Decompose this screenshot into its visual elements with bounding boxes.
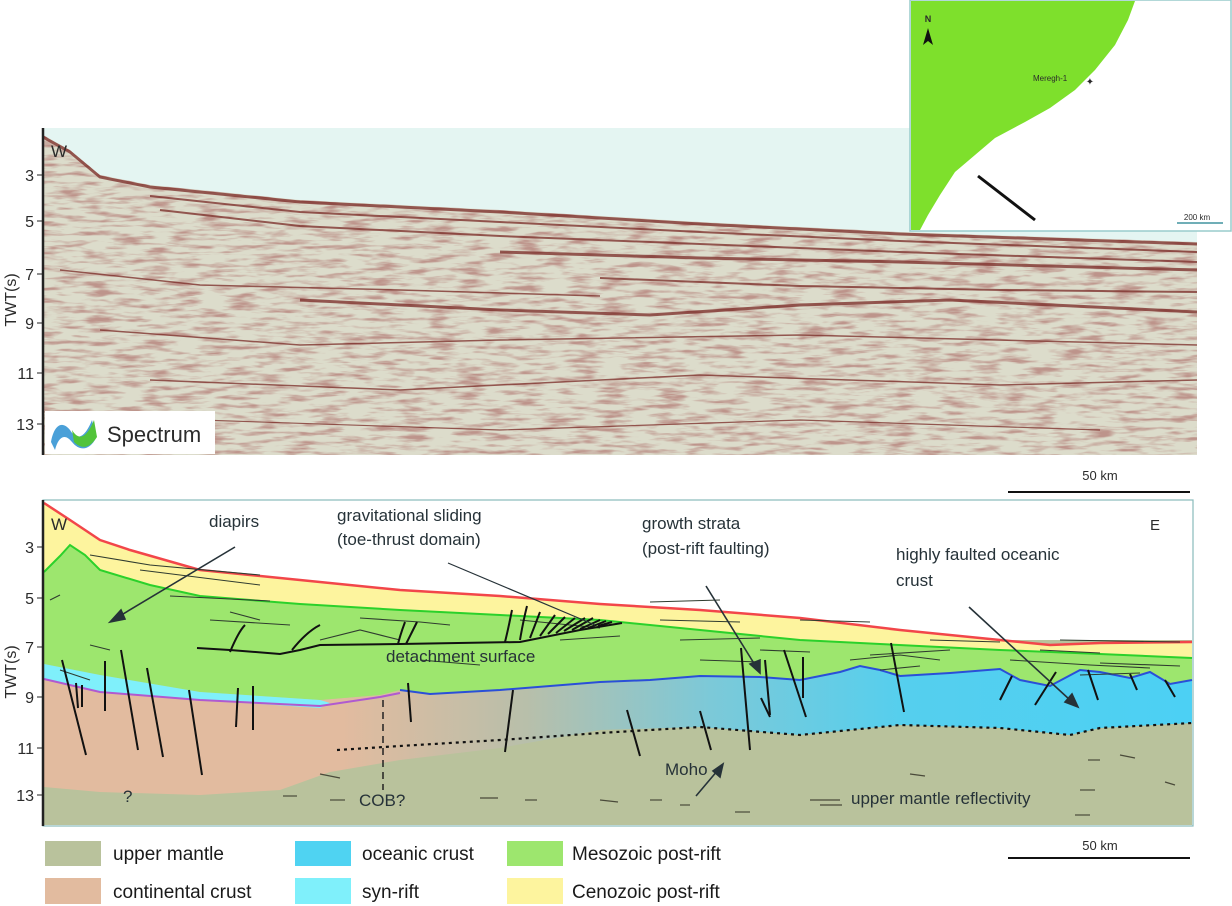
annotation-arrows (107, 546, 1080, 797)
annotation-growth-strata: growth strata (642, 514, 741, 533)
tick-label: 5 (25, 214, 34, 231)
north-label: N (925, 14, 932, 24)
annotation-gravitational-sliding: gravitational sliding (337, 506, 482, 525)
annotation-highly-faulted: highly faulted oceanic (896, 545, 1060, 564)
tick-label: 13 (16, 788, 34, 805)
east-label: E (1150, 517, 1160, 534)
legend: upper mantle continental crust oceanic c… (45, 841, 722, 904)
annotation-upper-mantle-reflectivity: upper mantle reflectivity (851, 789, 1031, 808)
map-scale-label: 200 km (1184, 213, 1211, 222)
north-arrow-icon (923, 28, 933, 45)
legend-item-oceanic-crust: oceanic crust (295, 841, 475, 866)
annotation-diapirs: diapirs (209, 512, 259, 531)
faults (61, 642, 1176, 776)
legend-item-mesozoic-post-rift: Mesozoic post-rift (507, 841, 722, 866)
legend-label: oceanic crust (362, 844, 475, 865)
annotation-cob: COB? (359, 791, 405, 810)
profile-location-line (977, 174, 1036, 222)
tick-label: 9 (25, 690, 34, 707)
interpretation-axis-ticks: 3 5 7 9 11 13 (16, 540, 43, 805)
location-map: N Meregh-1 ✦ 200 km (909, 0, 1232, 232)
tick-label: 11 (17, 366, 34, 383)
tick-label: 11 (17, 741, 34, 758)
legend-label: upper mantle (113, 844, 224, 865)
tick-label: 7 (25, 640, 34, 657)
legend-item-syn-rift: syn-rift (295, 878, 420, 904)
annotation-toe-thrust: (toe-thrust domain) (337, 530, 481, 549)
annotation-question: ? (123, 787, 132, 806)
annotation-moho: Moho (665, 760, 708, 779)
logo-text: Spectrum (107, 422, 201, 447)
annotation-detachment-surface: detachment surface (386, 647, 535, 666)
legend-label: syn-rift (362, 882, 420, 903)
tick-label: 3 (25, 540, 34, 557)
tick-label: 3 (25, 168, 34, 185)
legend-label: Mesozoic post-rift (572, 844, 722, 865)
annotation-post-rift-faulting: (post-rift faulting) (642, 539, 770, 558)
tick-label: 9 (25, 316, 34, 333)
seismic-scale-bar: 50 km (1008, 468, 1190, 493)
scale-label: 50 km (1082, 468, 1117, 483)
legend-item-cenozoic-post-rift: Cenozoic post-rift (507, 878, 721, 904)
y-axis-label: TWT(s) (3, 273, 20, 326)
seismic-reflectors (43, 135, 1197, 431)
west-label: W (51, 142, 67, 161)
tick-label: 7 (25, 267, 34, 284)
legend-item-upper-mantle: upper mantle (45, 841, 224, 866)
interpretation-scale-bar: 50 km (1008, 838, 1190, 859)
west-label: W (51, 515, 67, 534)
interpretation-section: 3 5 7 9 11 13 TWT(s) W E diapirs gravita… (3, 499, 1194, 859)
tick-label: 13 (16, 417, 34, 434)
y-axis-label: TWT(s) (3, 645, 20, 698)
seismic-axis-ticks: 3 5 7 9 11 13 (16, 168, 43, 434)
annotation-crust: crust (896, 571, 933, 590)
base-syn-rift-horizon (43, 678, 401, 708)
spectrum-logo: Spectrum (45, 411, 215, 454)
top-oceanic-crust-horizon (399, 664, 1193, 696)
well-marker-icon: ✦ (1086, 77, 1094, 88)
crust-unit (44, 666, 1192, 795)
legend-item-continental-crust: continental crust (45, 878, 252, 904)
mantle-reflectors (283, 754, 1176, 816)
scale-label: 50 km (1082, 838, 1117, 853)
tick-label: 5 (25, 591, 34, 608)
base-cenozoic-horizon (43, 543, 1193, 659)
land-area (911, 1, 1135, 230)
syn-rift-unit (44, 664, 330, 708)
seafloor-horizon (43, 501, 1193, 647)
well-label: Meregh-1 (1033, 74, 1068, 83)
cenozoic-post-rift-unit (44, 503, 1192, 658)
detachment-and-thrusts (196, 605, 623, 656)
legend-label: continental crust (113, 882, 252, 903)
moho-line (336, 721, 1193, 752)
legend-label: Cenozoic post-rift (572, 882, 721, 903)
